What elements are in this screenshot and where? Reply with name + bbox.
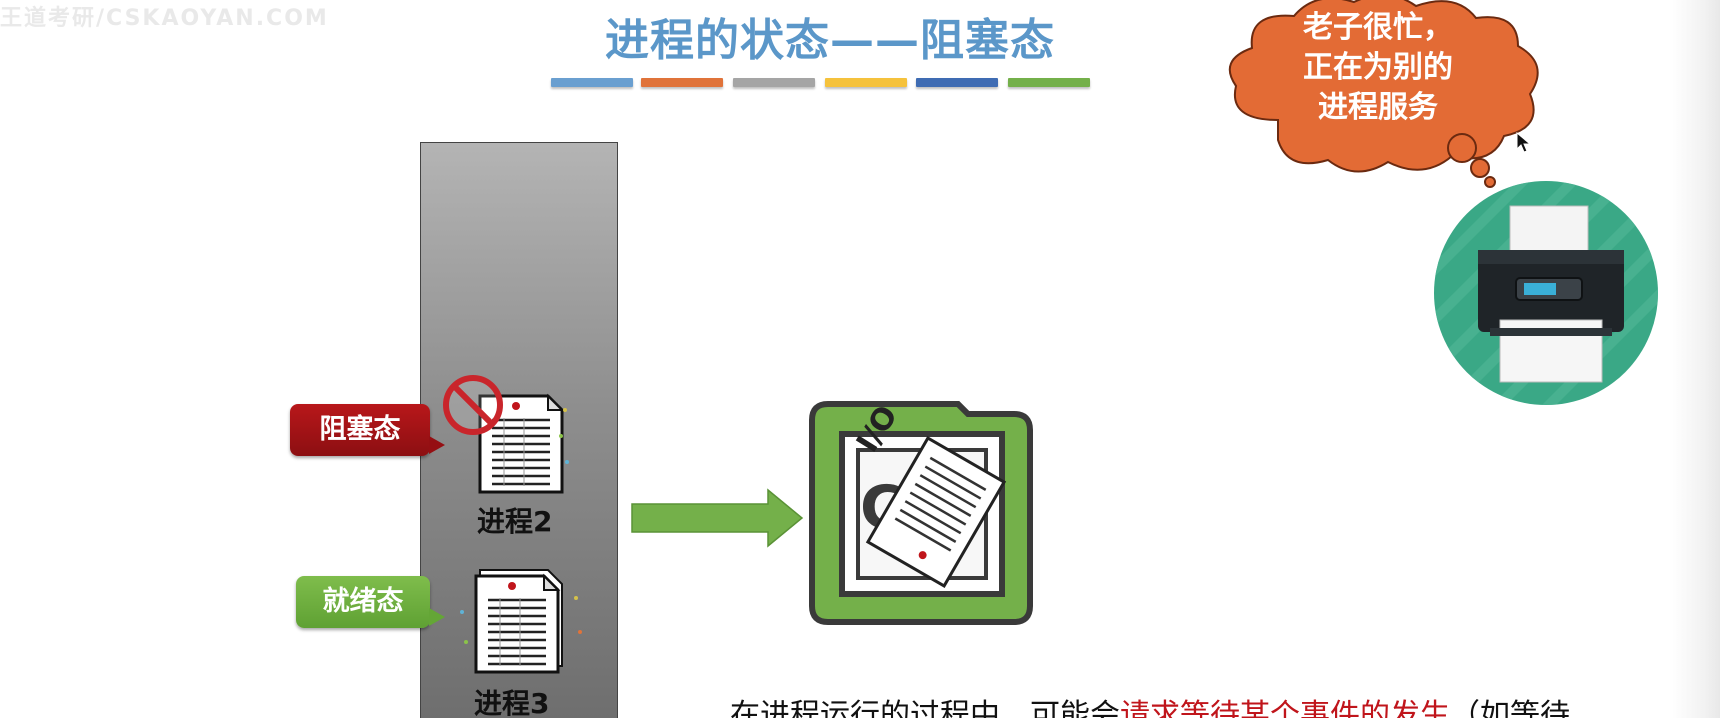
accent-bar-2 <box>641 78 723 87</box>
process-3-document-icon <box>474 569 563 674</box>
thought-line-2: 正在为别的 <box>1303 50 1453 85</box>
accent-bar-4 <box>825 78 907 87</box>
accent-bar-3 <box>733 78 815 87</box>
description-prefix: 在进程运行的过程中，可能会 <box>730 698 1120 718</box>
tag-pointer <box>429 608 445 626</box>
process-3-label: 进程3 <box>474 687 550 718</box>
blocked-state-tag: 阻塞态 <box>290 404 445 456</box>
tag-pointer <box>429 436 445 454</box>
right-arrow-icon <box>631 488 804 548</box>
no-entry-icon <box>443 375 503 435</box>
description-text: 在进程运行的过程中，可能会请求等待某个事件的发生（如等待 <box>730 690 1570 718</box>
sparkle-icon <box>559 408 569 464</box>
process-2-document-icon <box>478 393 565 494</box>
blocked-state-label: 阻塞态 <box>319 414 401 445</box>
ready-state-tag: 就绪态 <box>296 576 445 628</box>
description-suffix: （如等待 <box>1450 698 1570 718</box>
printer-icon <box>1434 181 1658 405</box>
io-device-icon: C <box>809 401 1033 625</box>
accent-bar-1 <box>551 78 633 87</box>
accent-bar-5 <box>916 78 998 87</box>
thought-text: 老子很忙， 正在为别的 进程服务 <box>1268 8 1488 128</box>
sparkle-icon <box>460 596 582 644</box>
thought-line-3: 进程服务 <box>1318 90 1438 125</box>
mouse-cursor-icon <box>1516 132 1532 153</box>
right-edge-shadow <box>1672 0 1720 718</box>
thought-line-1: 老子很忙， <box>1303 10 1453 45</box>
watermark: 王道考研/CSKAOYAN.COM <box>0 6 329 31</box>
accent-bar-6 <box>1008 78 1090 87</box>
process-2-label: 进程2 <box>477 505 553 538</box>
description-highlight: 请求等待某个事件的发生 <box>1120 698 1450 718</box>
slide-title: 进程的状态——阻塞态 <box>605 15 1055 66</box>
thought-cloud <box>1228 0 1539 188</box>
ready-state-label: 就绪态 <box>322 586 404 617</box>
